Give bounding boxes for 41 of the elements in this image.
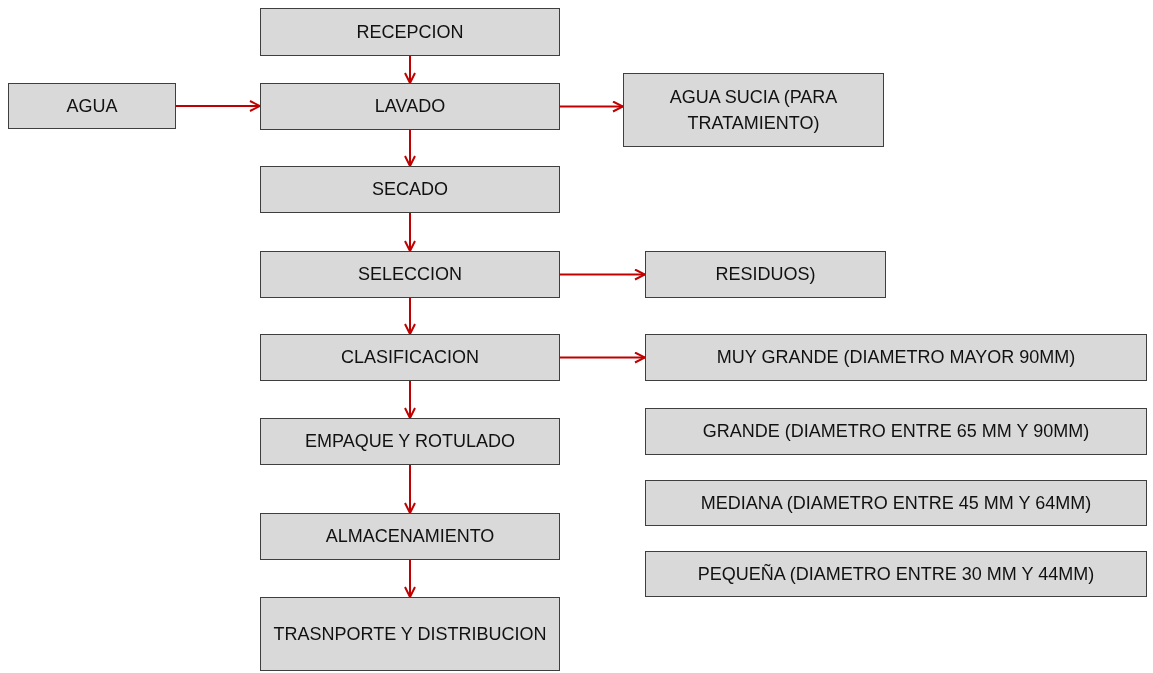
arrow	[404, 464, 416, 514]
box-label: GRANDE (DIAMETRO ENTRE 65 MM Y 90MM)	[702, 420, 1090, 444]
arrow	[404, 212, 416, 252]
arrow	[559, 100, 624, 113]
box-label: EMPAQUE Y ROTULADO	[304, 430, 516, 454]
arrow	[404, 55, 416, 84]
box-label: AGUA SUCIA (PARA TRATAMIENTO)	[668, 85, 839, 135]
process-box	[8, 83, 176, 129]
box-label: MUY GRANDE (DIAMETRO MAYOR 90MM)	[716, 346, 1076, 370]
process-box	[260, 334, 560, 381]
process-box	[260, 251, 560, 298]
box-label: AGUA	[66, 94, 118, 118]
arrow	[404, 129, 416, 167]
process-box	[260, 166, 560, 213]
arrow	[175, 100, 261, 112]
arrow	[404, 380, 416, 419]
arrow	[559, 351, 646, 364]
process-box	[260, 8, 560, 56]
process-box	[623, 73, 884, 147]
box-label: MEDIANA (DIAMETRO ENTRE 45 MM Y 64MM)	[700, 491, 1092, 515]
box-label: PEQUEÑA (DIAMETRO ENTRE 30 MM Y 44MM)	[697, 562, 1095, 586]
process-box	[645, 334, 1147, 381]
arrow	[404, 559, 416, 598]
process-box	[645, 408, 1147, 455]
box-label: ALMACENAMIENTO	[325, 525, 495, 549]
box-label: LAVADO	[374, 95, 446, 119]
box-label: CLASIFICACION	[341, 346, 479, 370]
process-box	[260, 83, 560, 130]
process-box	[645, 251, 886, 298]
box-label: TRASNPORTE Y DISTRIBUCION	[273, 622, 547, 646]
process-box	[260, 418, 560, 465]
process-box	[645, 551, 1147, 597]
box-label: RECEPCION	[356, 20, 464, 44]
box-label: RESIDUOS)	[715, 263, 816, 287]
box-label: SECADO	[372, 178, 448, 202]
process-box	[260, 513, 560, 560]
process-box	[645, 480, 1147, 526]
process-box	[260, 597, 560, 671]
box-label: SELECCION	[358, 263, 462, 287]
arrow	[559, 268, 646, 281]
arrow	[404, 297, 416, 335]
